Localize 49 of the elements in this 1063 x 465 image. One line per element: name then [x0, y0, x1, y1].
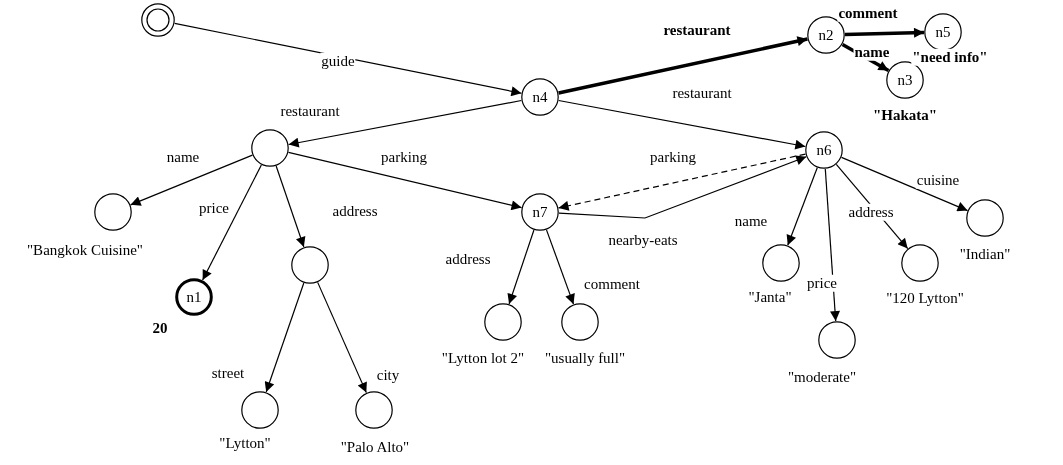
arrow: [844, 27, 925, 38]
node-circle: [94, 193, 132, 231]
node-circle: [807, 16, 845, 54]
node-circle: [561, 303, 599, 341]
node-label: n7: [532, 203, 548, 221]
node-label: n5: [935, 23, 951, 41]
node-circle: [484, 303, 522, 341]
node-label: n3: [897, 71, 913, 89]
node-circle: [241, 391, 279, 429]
edge-label: guide: [320, 52, 356, 70]
node-circle: [924, 13, 962, 51]
arrow: [264, 282, 305, 393]
node-circle: [251, 129, 289, 167]
arrow: [288, 99, 522, 148]
arrow: [786, 167, 818, 246]
arrow: [317, 281, 367, 394]
dashed-arrow: [557, 153, 807, 211]
arrow: [287, 151, 523, 211]
node-label: n2: [818, 26, 834, 44]
arrow: [545, 229, 575, 305]
edge-label: address: [847, 203, 895, 221]
node-circle: [966, 199, 1004, 237]
arrow: [558, 36, 808, 95]
arrow: [558, 155, 807, 219]
value-label: "usually full": [543, 349, 627, 367]
arrow: [558, 99, 806, 150]
node-circle: [291, 246, 329, 284]
arrow: [840, 156, 969, 212]
arrow: [174, 22, 522, 97]
arrow: [507, 229, 535, 305]
arrow: [202, 164, 262, 281]
node-circle: [818, 321, 856, 359]
node-label: n1: [186, 288, 202, 306]
node-circle: [805, 131, 843, 169]
node-circle: [521, 78, 559, 116]
node-label: n4: [532, 88, 548, 106]
node-label: n6: [816, 141, 832, 159]
node-circle: [762, 244, 800, 282]
node-circle: [901, 244, 939, 282]
arrow: [275, 165, 306, 248]
node-circle: [521, 193, 559, 231]
node-circle: [175, 278, 213, 316]
node-circle: [355, 391, 393, 429]
value-label: "need info": [911, 48, 989, 66]
arrow: [130, 154, 253, 206]
arrow: [824, 168, 840, 322]
node-circle: [886, 61, 924, 99]
edge-label: price: [806, 274, 838, 292]
start-node: [141, 3, 175, 37]
